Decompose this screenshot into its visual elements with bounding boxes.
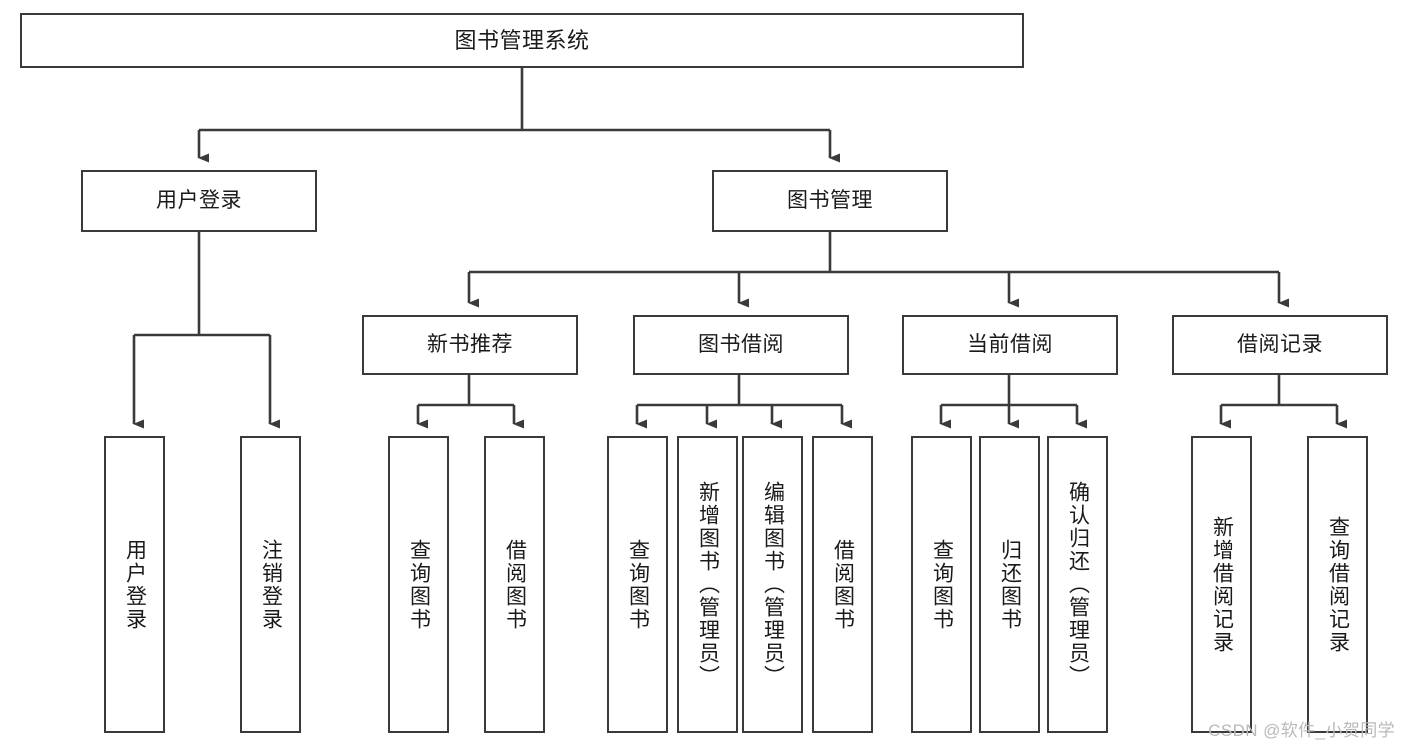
leaf-add-borrow-record[interactable]: 新增借阅记录 xyxy=(1191,436,1252,733)
leaf-add-book-admin[interactable]: 新增图书（管理员） xyxy=(677,436,738,733)
node-label: 用户登录 xyxy=(156,188,242,212)
leaf-query-book-recommend[interactable]: 查询图书 xyxy=(388,436,449,733)
leaf-edit-book-admin[interactable]: 编辑图书（管理员） xyxy=(742,436,803,733)
leaf-user-login[interactable]: 用户登录 xyxy=(104,436,165,733)
leaf-logout[interactable]: 注销登录 xyxy=(240,436,301,733)
leaf-query-borrow-record[interactable]: 查询借阅记录 xyxy=(1307,436,1368,733)
node-label: 图书借阅 xyxy=(698,332,784,356)
leaf-confirm-return-admin[interactable]: 确认归还（管理员） xyxy=(1047,436,1108,733)
node-label: 查询图书 xyxy=(626,538,650,631)
node-borrow-records[interactable]: 借阅记录 xyxy=(1172,315,1388,375)
node-label: 新书推荐 xyxy=(427,332,513,356)
node-label: 查询图书 xyxy=(930,538,954,631)
leaf-borrow-book[interactable]: 借阅图书 xyxy=(812,436,873,733)
node-current-borrow[interactable]: 当前借阅 xyxy=(902,315,1118,375)
node-new-book-recommend[interactable]: 新书推荐 xyxy=(362,315,578,375)
watermark-text: CSDN @软件_小贺同学 xyxy=(1208,721,1395,740)
node-label: 确认归还（管理员） xyxy=(1066,481,1090,688)
node-book-management[interactable]: 图书管理 xyxy=(712,170,948,232)
leaf-return-book[interactable]: 归还图书 xyxy=(979,436,1040,733)
leaf-query-book-current[interactable]: 查询图书 xyxy=(911,436,972,733)
node-label: 查询借阅记录 xyxy=(1326,515,1350,654)
node-label: 借阅图书 xyxy=(831,538,855,631)
node-label: 借阅图书 xyxy=(503,538,527,631)
leaf-query-book-borrow[interactable]: 查询图书 xyxy=(607,436,668,733)
node-book-borrow[interactable]: 图书借阅 xyxy=(633,315,849,375)
node-root-system[interactable]: 图书管理系统 xyxy=(20,13,1024,68)
node-label: 新增借阅记录 xyxy=(1210,515,1234,654)
node-label: 当前借阅 xyxy=(967,332,1053,356)
leaf-borrow-book-recommend[interactable]: 借阅图书 xyxy=(484,436,545,733)
node-label: 查询图书 xyxy=(407,538,431,631)
node-label: 借阅记录 xyxy=(1237,332,1323,356)
node-label: 编辑图书（管理员） xyxy=(761,481,785,688)
node-user-login[interactable]: 用户登录 xyxy=(81,170,317,232)
node-label: 新增图书（管理员） xyxy=(696,481,720,688)
node-label: 图书管理系统 xyxy=(454,27,590,53)
node-label: 归还图书 xyxy=(998,538,1022,631)
node-label: 图书管理 xyxy=(787,188,873,212)
node-label: 注销登录 xyxy=(259,538,283,631)
node-label: 用户登录 xyxy=(123,538,147,631)
